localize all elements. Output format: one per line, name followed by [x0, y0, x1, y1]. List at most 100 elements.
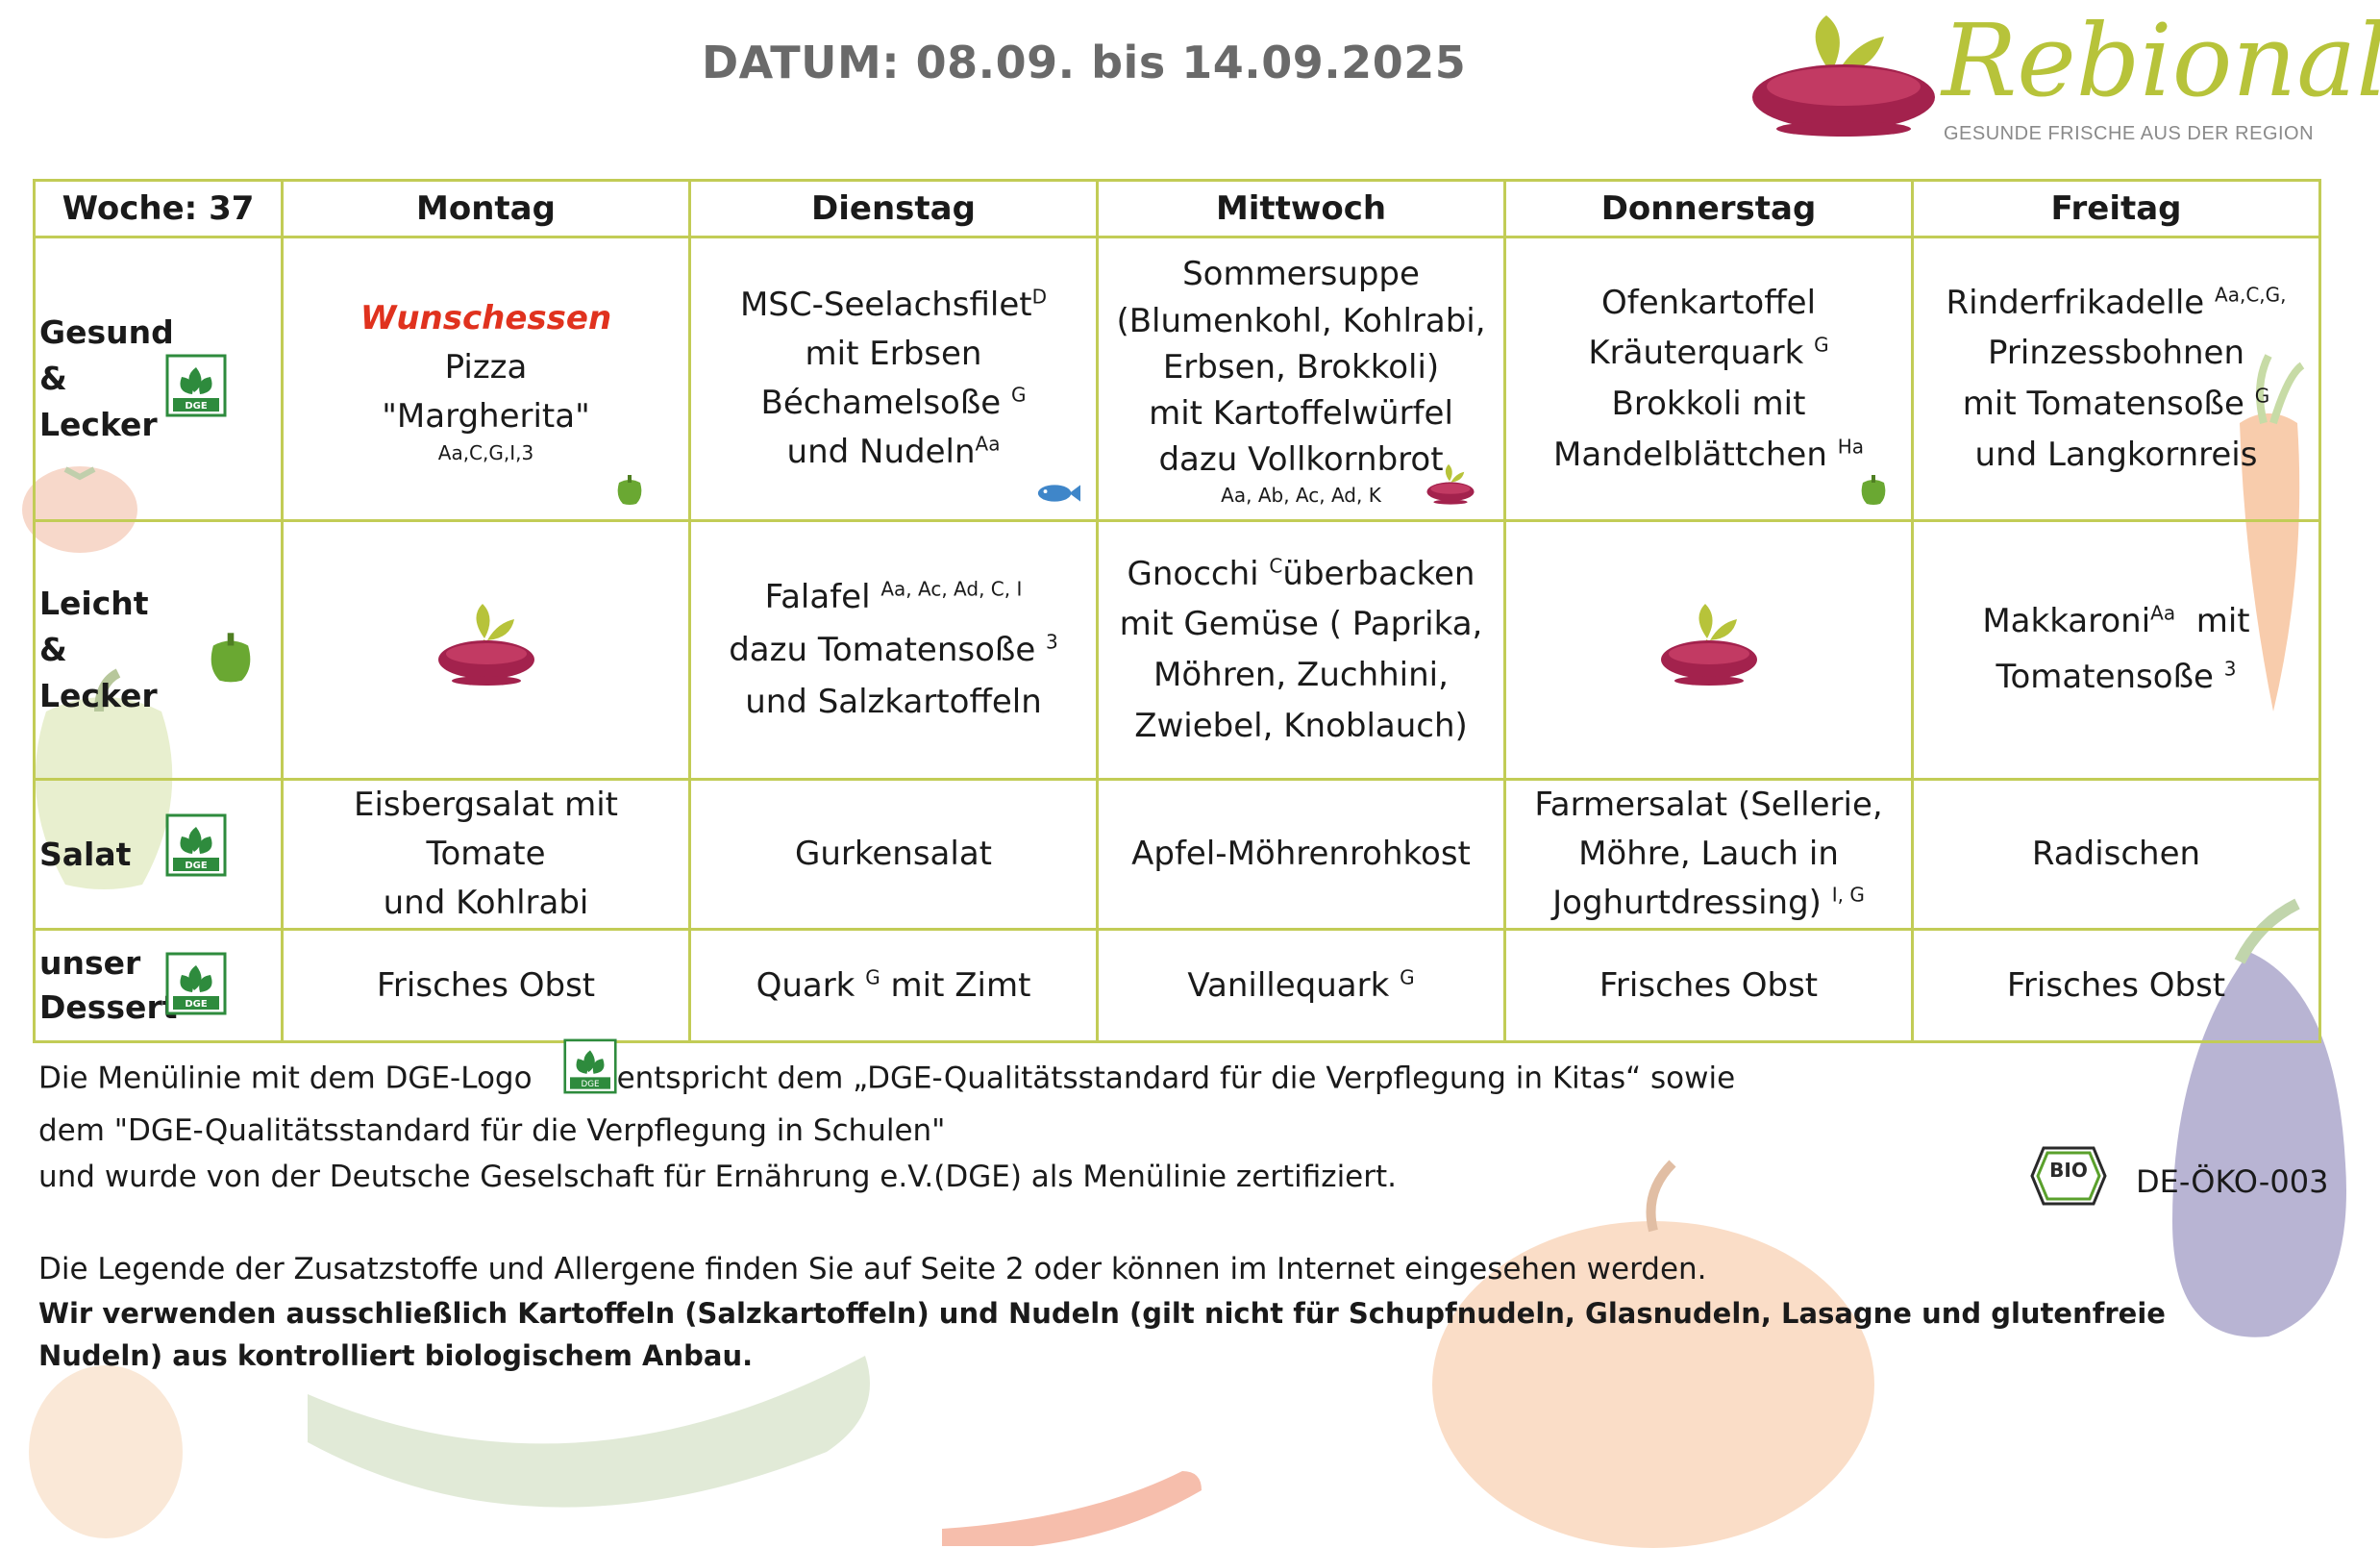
allergen-codes: Aa — [2150, 601, 2176, 625]
cell-leicht-mon — [281, 519, 691, 781]
rebional-bowl-icon — [1656, 590, 1762, 696]
dish-line: Rinderfrikadelle — [1946, 283, 2205, 322]
cell-gesund-tue: MSC-SeelachsfiletD mit Erbsen Béchamelso… — [688, 236, 1099, 522]
cell-dessert-wed: Vanillequark G — [1096, 928, 1506, 1043]
dish-line: überbacken — [1282, 554, 1475, 593]
row-label-salat: Salat — [33, 778, 284, 931]
cell-dessert-tue: Quark G mit Zimt — [688, 928, 1099, 1043]
dish-line: Vanillequark — [1187, 965, 1390, 1005]
rebional-bowl-icon — [1425, 458, 1476, 510]
row-label-text: unser Dessert — [39, 943, 178, 1026]
dish-line: und Salzkartoffeln — [745, 683, 1042, 722]
cell-dessert-mon: Frisches Obst — [281, 928, 691, 1043]
dish-line: Frisches Obst — [376, 965, 596, 1005]
brand-name: Rebional — [1942, 2, 2380, 119]
dish-line: Gurkensalat — [795, 835, 992, 873]
dish-line: "Margherita" — [382, 396, 590, 436]
allergen-codes: G — [1010, 383, 1027, 407]
dish-line: mit Gemüse ( Paprika, — [1119, 605, 1483, 644]
dish-line: Apfel-Möhrenrohkost — [1131, 835, 1471, 873]
dish-line: und Langkornreis — [1974, 435, 2258, 474]
row-salat: Salat Eisbergsalat mit Tomate und Kohlra… — [33, 778, 2321, 931]
dish-line: Tomatensoße — [1996, 658, 2214, 696]
dish-line: Radischen — [2031, 835, 2201, 873]
note-text: Die Menülinie mit dem DGE-Logo — [38, 1061, 533, 1096]
dge-logo-icon — [563, 1038, 617, 1094]
cell-leicht-wed: Gnocchi Cüberbacken mit Gemüse ( Paprika… — [1096, 519, 1506, 781]
cell-salat-wed: Apfel-Möhrenrohkost — [1096, 778, 1506, 931]
row-label-leicht: Leicht & Lecker — [33, 519, 284, 781]
row-label-text: Gesund & Lecker — [39, 313, 174, 443]
dish-line: mit Kartoffelwürfel — [1149, 394, 1453, 434]
dish-line: Béchamelsoße — [760, 384, 1002, 422]
allergen-codes: G — [865, 965, 880, 989]
vegetarian-pepper-icon — [204, 630, 258, 684]
dish-line: (Blumenkohl, Kohlrabi, — [1116, 301, 1486, 340]
dish-line: dazu Tomatensoße — [729, 630, 1036, 669]
footer-notes: Die Menülinie mit dem DGE-Logo entspricht… — [38, 1052, 2166, 1377]
allergen-codes: G — [1400, 965, 1415, 989]
rebional-bowl-icon — [434, 590, 539, 696]
allergen-codes: Aa, Ac, Ad, C, I — [880, 578, 1023, 602]
dish-line: Makkaroni — [1982, 602, 2151, 641]
dish-line: Erbsen, Brokkoli) — [1162, 347, 1440, 387]
note-text: entspricht dem „DGE-Qualitätsstandard fü… — [616, 1061, 1736, 1096]
note-line: und wurde von der Deutsche Geselschaft f… — [38, 1160, 1398, 1194]
dish-line: mit — [2195, 602, 2250, 641]
note-line: dem "DGE-Qualitätsstandard für die Verpf… — [38, 1113, 946, 1148]
allergen-codes: I, G — [1831, 883, 1865, 907]
vegetarian-pepper-icon — [613, 473, 646, 506]
cell-leicht-fri: MakkaroniAa mit Tomatensoße 3 — [1911, 519, 2321, 781]
allergen-codes: 3 — [1046, 630, 1058, 654]
row-label-dessert: unser Dessert — [33, 928, 284, 1043]
cell-salat-tue: Gurkensalat — [688, 778, 1099, 931]
dish-line: MSC-Seelachsfilet — [739, 286, 1032, 324]
cell-dessert-thu: Frisches Obst — [1503, 928, 1914, 1043]
zucchini-illustration — [308, 1356, 870, 1508]
row-label-text: Leicht & Lecker — [39, 585, 158, 714]
dish-line: Falafel — [764, 578, 871, 617]
dge-logo-icon — [165, 952, 227, 1015]
dish-line: Ofenkartoffel — [1600, 283, 1817, 322]
day-friday: Freitag — [1911, 179, 2321, 238]
row-leicht-lecker: Leicht & Lecker Falafel Aa, Ac, Ad, C, I… — [33, 519, 2321, 781]
dish-line: mit Erbsen — [805, 335, 982, 373]
day-monday: Montag — [281, 179, 691, 238]
dish-line: mit Zimt — [890, 965, 1031, 1005]
cell-salat-thu: Farmersalat (Sellerie, Möhre, Lauch in J… — [1503, 778, 1914, 931]
dish-line: Pizza — [444, 347, 528, 387]
rebional-logo-icon — [1752, 15, 1935, 137]
dish-line: Zwiebel, Knoblauch) — [1134, 706, 1468, 745]
note-bold-line: Wir verwenden ausschließlich Kartoffeln … — [38, 1297, 2166, 1330]
bio-control-code: DE-ÖKO-003 — [2136, 1163, 2329, 1200]
allergen-codes: G — [1814, 333, 1829, 357]
dish-line: Möhre, Lauch in — [1578, 835, 1839, 873]
cell-dessert-fri: Frisches Obst — [1911, 928, 2321, 1043]
dish-line: Brokkoli mit — [1611, 385, 1806, 423]
cell-gesund-thu: Ofenkartoffel Kräuterquark G Brokkoli mi… — [1503, 236, 1914, 522]
row-gesund-lecker: Gesund & Lecker Wunschessen Pizza "Margh… — [33, 236, 2321, 522]
allergen-codes: 3 — [2223, 657, 2237, 681]
row-label-text: Salat — [39, 835, 132, 873]
dish-line: und Kohlrabi — [383, 884, 589, 922]
allergen-codes: Aa, Ab, Ac, Ad, K — [1221, 483, 1381, 507]
dish-line: Frisches Obst — [1599, 965, 1819, 1005]
cell-gesund-mon: Wunschessen Pizza "Margherita" Aa,C,G,I,… — [281, 236, 691, 522]
dish-line: mit Tomatensoße — [1962, 385, 2244, 423]
dge-logo-icon — [165, 354, 227, 417]
cell-leicht-thu — [1503, 519, 1914, 781]
brand-tagline: GESUNDE FRISCHE AUS DER REGION — [1944, 123, 2315, 144]
vegetarian-pepper-icon — [1857, 473, 1890, 506]
dish-line: Eisbergsalat mit Tomate — [354, 786, 618, 873]
header-row: Woche: 37 Montag Dienstag Mittwoch Donne… — [33, 179, 2321, 238]
cell-salat-fri: Radischen — [1911, 778, 2321, 931]
cell-gesund-fri: Rinderfrikadelle Aa,C,G, Prinzessbohnen … — [1911, 236, 2321, 522]
fish-icon — [1034, 481, 1080, 506]
wunschessen-label: Wunschessen — [359, 298, 612, 337]
allergen-codes: G — [2254, 384, 2270, 408]
menu-table: Woche: 37 Montag Dienstag Mittwoch Donne… — [33, 179, 2321, 1043]
note-line: Die Menülinie mit dem DGE-Logo entspricht… — [38, 1052, 2166, 1108]
week-label: Woche: 37 — [33, 179, 284, 238]
chili-illustration — [942, 1471, 1202, 1546]
allergen-codes: Aa — [975, 432, 1001, 456]
